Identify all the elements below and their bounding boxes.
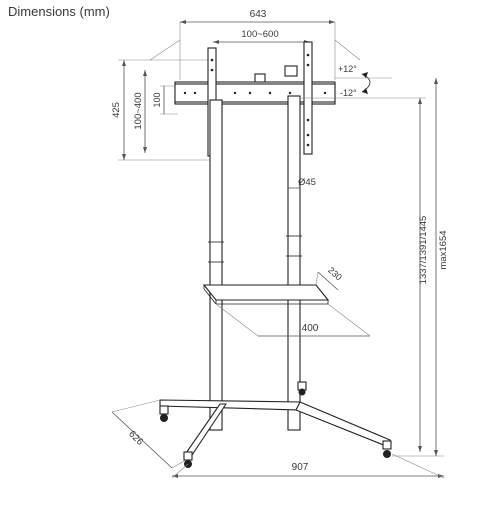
- max-height-label: max1654: [438, 230, 449, 269]
- tilt-up-label: +12°: [338, 64, 357, 74]
- vesa-width-dimension: [213, 40, 310, 44]
- base-width-dimension: [171, 453, 445, 479]
- shelf-depth-dimension: [315, 271, 339, 291]
- bracket-height-label: 425: [111, 102, 122, 118]
- mounting-bracket: [174, 41, 336, 157]
- base-width-label: 907: [292, 462, 309, 473]
- width-dimension: [179, 20, 336, 80]
- height-range-dimension: [300, 97, 426, 452]
- poles: [208, 95, 302, 431]
- width-label: 643: [250, 9, 267, 20]
- vesa-height-label: 100~400: [133, 92, 144, 129]
- tilt-down-label: -12°: [340, 88, 357, 98]
- shelf: [202, 284, 330, 305]
- shelf-width-label: 400: [302, 323, 319, 334]
- shelf-width-dimension: [215, 303, 371, 337]
- vesa-width-label: 100~600: [241, 29, 278, 40]
- base-depth-dimension: [111, 399, 187, 469]
- tilt-arrow-icon: [361, 72, 371, 94]
- base-depth-label: 626: [126, 429, 145, 448]
- vesa-height-dimension: [143, 70, 147, 153]
- base: [159, 381, 392, 461]
- height-range-label: 1337/1391/1445: [418, 216, 429, 285]
- vesa-min-label: 100: [152, 92, 162, 107]
- diagram-title: Dimensions (mm): [8, 4, 110, 19]
- height-425-dimension: [118, 59, 215, 161]
- shelf-depth-label: 230: [326, 265, 344, 282]
- pole-diameter-label: Ø45: [298, 177, 316, 188]
- max-height-dimension: [392, 78, 444, 457]
